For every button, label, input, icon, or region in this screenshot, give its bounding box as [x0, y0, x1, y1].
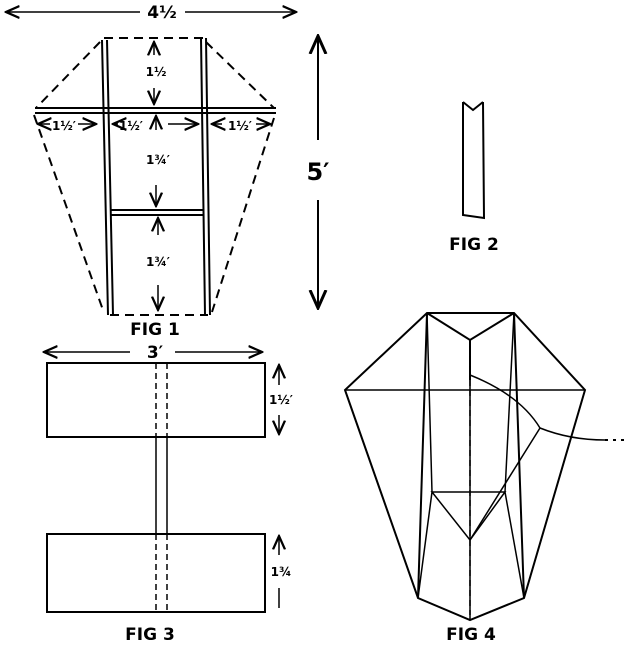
fig1-width-label: 4½ [147, 3, 176, 23]
wing-left-label: 1½′ [52, 119, 76, 133]
top-cell-height-label: 1½′ [269, 393, 293, 407]
middle-section-label: 1¾′ [146, 153, 170, 167]
right-stick [200, 37, 211, 316]
wing-right-label: 1½′ [228, 119, 252, 133]
left-stick [101, 39, 114, 316]
fig4-caption: FIG 4 [446, 625, 496, 645]
bottom-cell-height-label: 1¾ [271, 565, 292, 579]
lower-fold [417, 491, 525, 620]
fig1-kite-frame: 4½ 1½ 1½′ 1½′ 1½′ 1¾′ 1¾′ 5′ FIG 1 [6, 3, 330, 340]
hidden-stick-lines [155, 363, 168, 612]
fig2-stick-end: FIG 2 [449, 101, 499, 255]
fig3-width-label: 3′ [147, 343, 164, 363]
fig2-caption: FIG 2 [449, 235, 499, 255]
lower-spar [111, 209, 203, 216]
top-section-label: 1½ [146, 65, 167, 79]
bottom-section-label: 1¾′ [146, 255, 170, 269]
kite-string [539, 427, 606, 441]
lower-left-edge [33, 114, 105, 314]
bridle [469, 374, 541, 541]
fig3-caption: FIG 3 [125, 625, 175, 645]
upper-left-edge [35, 41, 101, 109]
fig4-kite-perspective: FIG 4 [343, 312, 628, 645]
center-span-label: 1½′ [119, 119, 143, 133]
lower-right-edge [211, 117, 275, 313]
outer-sticks [417, 312, 525, 599]
center-stick [155, 437, 168, 534]
fig1-height-label: 5′ [306, 158, 329, 186]
upper-right-edge [205, 41, 275, 109]
fig3-box-kite: 3′ 1½′ 1¾ FIG 3 [44, 343, 293, 645]
fig1-caption: FIG 1 [130, 320, 180, 340]
kite-outline [343, 312, 587, 622]
cross-spar [35, 107, 276, 114]
notched-stick [462, 101, 486, 220]
